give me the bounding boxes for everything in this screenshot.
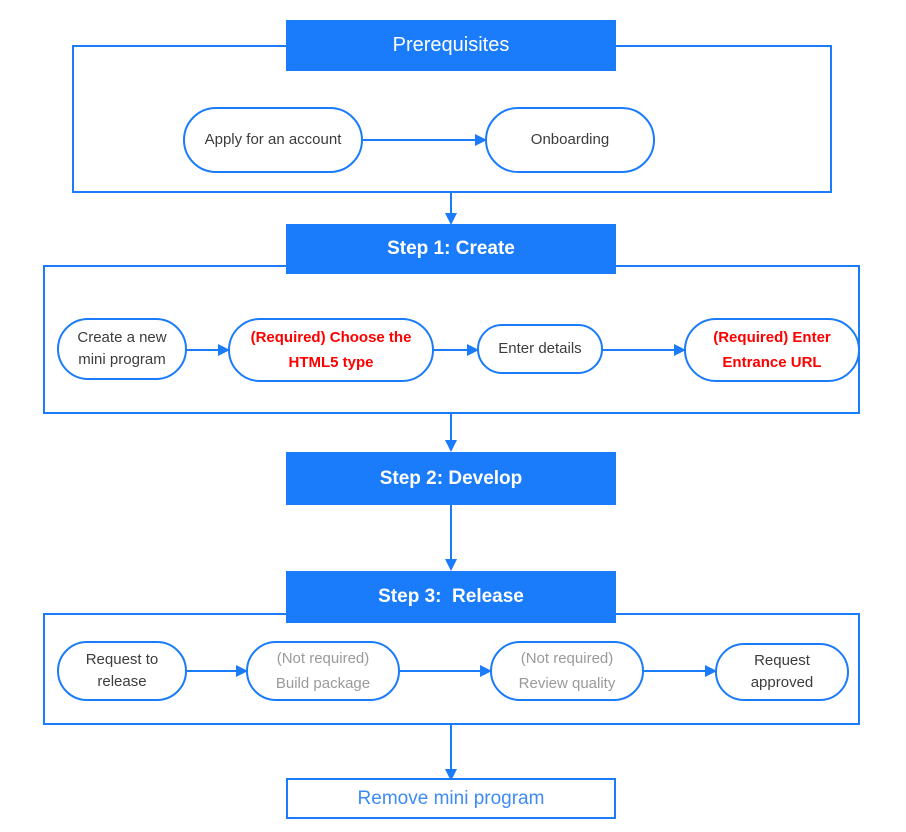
connector-step1-to-step2 xyxy=(445,414,457,452)
connector-apply-to-onboarding xyxy=(363,134,487,146)
section-header-label: Step 3: Release xyxy=(378,586,524,607)
connector-html5-type-to-enter-details xyxy=(434,344,479,356)
node-label-line-1: (Not required) xyxy=(276,650,370,667)
node-label-line-1: Onboarding xyxy=(530,131,610,148)
section-header-prerequisites: Prerequisites xyxy=(286,20,616,71)
section-header-step-1-create: Step 1: Create xyxy=(286,224,616,274)
node-label-line-1: Request to xyxy=(85,651,159,668)
connector-create-to-html5-type xyxy=(187,344,230,356)
section-header-label: Step 1: Create xyxy=(387,238,515,259)
node-enter-entrance-url[interactable]: (Required) Enter Entrance URL xyxy=(684,318,860,382)
node-label: Remove mini program xyxy=(357,787,545,809)
node-label-line-1: (Required) Choose the xyxy=(250,329,412,346)
node-choose-the-html5-type[interactable]: (Required) Choose the HTML5 type xyxy=(228,318,434,382)
node-label-line-2: Entrance URL xyxy=(722,354,822,371)
node-label-line-1: Apply for an account xyxy=(204,131,342,148)
node-onboarding[interactable]: Onboarding xyxy=(485,107,655,173)
section-header-label: Step 2: Develop xyxy=(379,467,523,489)
node-label-line-1: Create a new xyxy=(77,329,167,346)
node-label-line-2: release xyxy=(97,673,147,690)
connector-step3-to-remove-mini-program xyxy=(445,725,457,781)
node-label-line-2: approved xyxy=(750,674,814,691)
connector-build-package-to-review-quality xyxy=(400,665,492,677)
node-label-line-2: mini program xyxy=(78,351,166,368)
node-review-quality[interactable]: (Not required) Review quality xyxy=(490,641,644,701)
section-header-step-3-release: Step 3: Release xyxy=(286,571,616,623)
node-request-to-release[interactable]: Request to release xyxy=(57,641,187,701)
connector-request-to-release-to-build-package xyxy=(187,665,248,677)
node-apply-for-an-account[interactable]: Apply for an account xyxy=(183,107,363,173)
node-label-line-1: Request xyxy=(754,652,810,669)
node-label-line-1: (Required) Enter xyxy=(713,329,831,346)
node-remove-mini-program[interactable]: Remove mini program xyxy=(286,778,616,819)
node-label-line-1: (Not required) xyxy=(520,650,614,667)
connector-prerequisites-to-step1 xyxy=(445,193,457,225)
node-label-line-2: Review quality xyxy=(518,675,616,692)
connector-review-quality-to-request-approved xyxy=(644,665,717,677)
node-request-approved[interactable]: Request approved xyxy=(715,643,849,701)
node-label-line-2: HTML5 type xyxy=(288,354,374,371)
node-create-a-new-mini-program[interactable]: Create a new mini program xyxy=(57,318,187,380)
node-label-line-2: Build package xyxy=(275,675,371,692)
node-enter-details[interactable]: Enter details xyxy=(477,324,603,374)
node-build-package[interactable]: (Not required) Build package xyxy=(246,641,400,701)
connector-step2-to-step3 xyxy=(445,505,457,571)
section-header-step-2-develop: Step 2: Develop xyxy=(286,452,616,505)
connector-enter-details-to-entrance-url xyxy=(603,344,686,356)
node-label-line-1: Enter details xyxy=(498,340,582,357)
section-header-label: Prerequisites xyxy=(392,34,510,56)
